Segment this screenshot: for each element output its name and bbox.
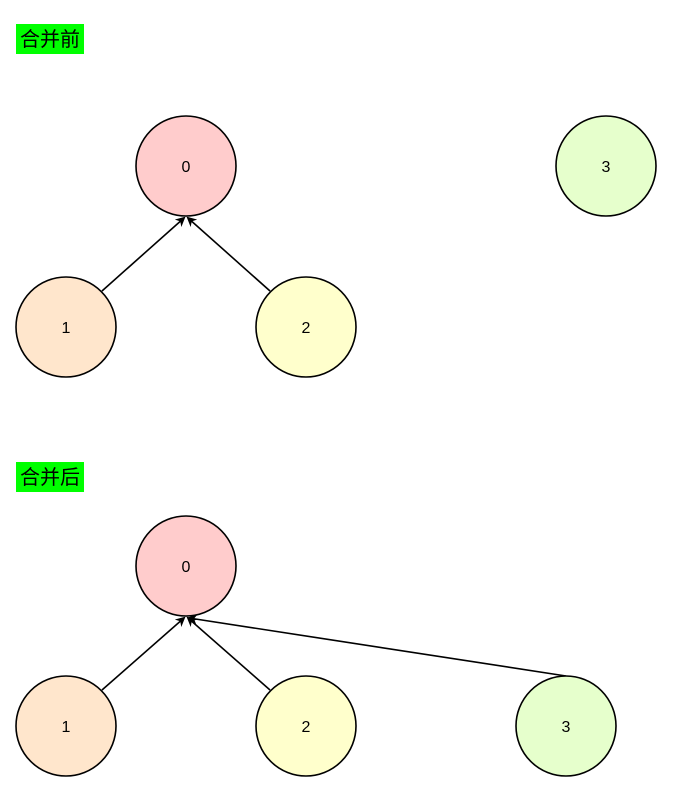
node-circle <box>555 115 657 217</box>
node-after-0: 0 <box>135 515 237 617</box>
node-label: 0 <box>182 159 191 176</box>
edge-after-1-0 <box>101 616 186 691</box>
node-label: 2 <box>302 320 311 337</box>
edge-before-1-0 <box>101 216 186 292</box>
edge-after-3-0 <box>187 614 567 677</box>
node-after-1: 1 <box>15 675 117 777</box>
before-group: 0 3 1 2 <box>15 115 657 378</box>
node-circle <box>15 276 117 378</box>
after-group: 0 1 2 3 <box>15 515 617 777</box>
node-circle <box>515 675 617 777</box>
node-circle <box>15 675 117 777</box>
section-title-after: 合并后 <box>16 462 84 492</box>
node-before-1: 1 <box>15 276 117 378</box>
node-after-3: 3 <box>515 675 617 777</box>
section-title-before: 合并前 <box>16 24 84 54</box>
node-label: 0 <box>182 559 191 576</box>
node-label: 2 <box>302 719 311 736</box>
node-label: 3 <box>602 159 611 176</box>
node-label: 1 <box>62 320 71 337</box>
node-label: 3 <box>562 719 571 736</box>
node-circle <box>135 515 237 617</box>
node-before-3: 3 <box>555 115 657 217</box>
node-circle <box>135 115 237 217</box>
edge-before-2-0 <box>186 216 271 292</box>
node-before-0: 0 <box>135 115 237 217</box>
node-label: 1 <box>62 719 71 736</box>
node-circle <box>255 675 357 777</box>
node-before-2: 2 <box>255 276 357 378</box>
edge-after-2-0 <box>186 616 271 691</box>
node-circle <box>255 276 357 378</box>
node-after-2: 2 <box>255 675 357 777</box>
